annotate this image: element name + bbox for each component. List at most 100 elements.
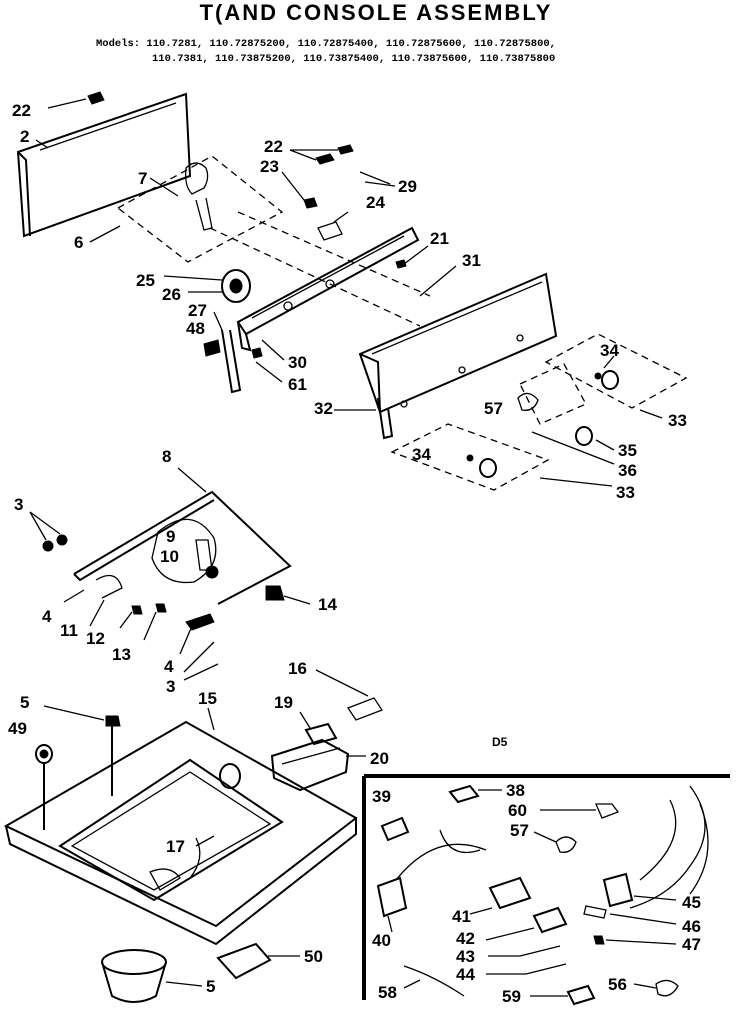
label-56: 56 [608, 975, 627, 994]
label-22b: 22 [264, 137, 283, 156]
label-34a: 34 [600, 341, 619, 360]
part-39-switch [380, 816, 410, 842]
label-44: 44 [456, 965, 475, 984]
label-11: 11 [60, 621, 78, 640]
part-14-foot [265, 585, 285, 601]
label-30: 30 [288, 353, 307, 372]
label-31: 31 [462, 251, 481, 270]
section-d5-box [362, 774, 730, 1000]
part-50-bracket [216, 942, 272, 980]
part-34-knob-b [466, 454, 497, 478]
part-56-clip [655, 979, 679, 997]
part-41-timer [488, 876, 532, 910]
label-15: 15 [198, 689, 217, 708]
part-22-screw-a [87, 91, 105, 105]
part-22-screw-b [315, 144, 391, 185]
label-33b: 33 [616, 483, 635, 502]
part-21-screw [395, 259, 407, 269]
label-2: 2 [20, 127, 29, 146]
label-5a: 5 [20, 693, 29, 712]
label-47: 47 [682, 935, 701, 954]
label-13: 13 [112, 645, 131, 664]
label-3b: 3 [166, 677, 175, 696]
label-10: 10 [160, 547, 179, 566]
part-27-lever [203, 329, 263, 394]
label-16: 16 [288, 659, 307, 678]
part-23-clip [303, 197, 318, 209]
part-42-relay [532, 906, 568, 934]
label-39: 39 [372, 787, 391, 806]
label-17: 17 [166, 837, 185, 856]
part-4-clamp [185, 613, 215, 631]
part-33-bezel-b [390, 423, 550, 491]
label-20: 20 [370, 749, 389, 768]
label-22: 22 [12, 101, 31, 120]
part-3-screws-a [42, 534, 68, 552]
label-49: 49 [8, 719, 27, 738]
label-57b: 57 [510, 821, 529, 840]
part-57-lamp [517, 392, 539, 411]
label-59: 59 [502, 987, 521, 1006]
label-42: 42 [456, 929, 475, 948]
label-26: 26 [162, 285, 181, 304]
label-40: 40 [372, 931, 391, 950]
label-34b: 34 [412, 445, 431, 464]
label-27: 27 [188, 301, 207, 320]
wire-harness [395, 785, 709, 997]
label-12: 12 [86, 629, 105, 648]
label-58: 58 [378, 983, 397, 1002]
label-7: 7 [138, 169, 147, 188]
label-33a: 33 [668, 411, 687, 430]
models-line-1: Models: 110.7281, 110.72875200, 110.7287… [96, 38, 556, 50]
label-8: 8 [162, 447, 171, 466]
label-48: 48 [186, 319, 205, 338]
assembly-line-a [209, 227, 421, 327]
label-60: 60 [508, 801, 527, 820]
part-20-housing [270, 738, 350, 792]
label-4b: 4 [164, 657, 174, 676]
label-25: 25 [136, 271, 155, 290]
part-43-wire [519, 945, 561, 957]
label-29: 29 [398, 177, 417, 196]
label-61: 61 [288, 375, 307, 394]
label-24: 24 [366, 193, 385, 212]
page-title: T(AND CONSOLE ASSEMBLY [199, 0, 553, 25]
part-49-plug [35, 744, 53, 764]
label-19: 19 [274, 693, 293, 712]
part-15-washer-top [3, 720, 358, 946]
part-labels: 22 2 6 7 22 29 23 24 21 31 25 26 27 48 3… [8, 101, 701, 1006]
label-14: 14 [318, 595, 337, 614]
part-59-connector [566, 984, 596, 1006]
part-19-switch [304, 722, 338, 746]
part-32-console [358, 272, 558, 440]
part-24-clip [317, 221, 343, 241]
part-8-top-bracket [73, 490, 292, 605]
models-line-2: 110.7381, 110.73875200, 110.73875400, 11… [152, 53, 556, 65]
label-36: 36 [618, 461, 637, 480]
part-35-knob [575, 426, 593, 446]
part-34-knob-a [594, 370, 619, 390]
label-57a: 57 [484, 399, 503, 418]
part-46-clip [583, 905, 607, 919]
part-60-capacitor [595, 803, 620, 819]
part-16-switch [347, 697, 383, 721]
label-5b: 5 [206, 977, 215, 996]
part-44-wire [525, 963, 567, 975]
part-33-bezel-a [544, 333, 688, 409]
part-5-bolt [105, 715, 121, 796]
part-40-motor-switch [376, 876, 408, 918]
part-30-console-rail [236, 226, 420, 352]
part-36-bezel [519, 363, 587, 425]
part-5-cup [101, 949, 167, 1003]
label-41: 41 [452, 907, 471, 926]
label-46: 46 [682, 917, 701, 936]
label-38: 38 [506, 781, 525, 800]
label-9: 9 [166, 527, 175, 546]
label-45: 45 [682, 893, 701, 912]
part-13-nut [155, 603, 167, 613]
part-47-screw [593, 935, 605, 945]
label-6: 6 [74, 233, 83, 252]
label-4a: 4 [42, 607, 52, 626]
part-2-rear-panel [16, 92, 192, 238]
part-38-relay [448, 784, 480, 804]
